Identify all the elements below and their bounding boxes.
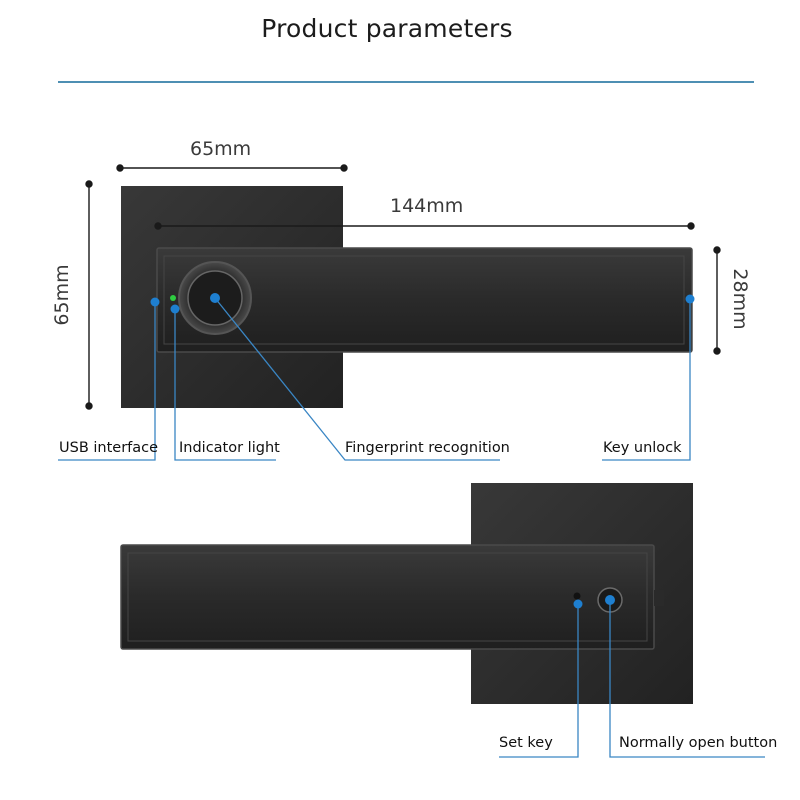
callout-dots-front: [150, 293, 695, 314]
title-underline: [58, 81, 754, 83]
back-handle-inner: [127, 552, 648, 642]
indicator-light-dot: [170, 304, 180, 314]
label-fingerprint-recognition: Fingerprint recognition: [345, 440, 510, 456]
page-title: Product parameters: [261, 14, 513, 43]
set-key-hole: [573, 592, 581, 600]
usb-interface-dot: [150, 297, 160, 307]
key-unlock-dot: [685, 294, 695, 304]
callout-lines-back: [499, 600, 765, 758]
back-side-knob: [654, 590, 664, 606]
callout-lines-front: [58, 297, 691, 461]
dimension-lines-front: [85, 164, 721, 410]
dim-handle-length: 144mm: [390, 195, 464, 217]
label-key-unlock: Key unlock: [603, 440, 682, 456]
indicator-led: [170, 295, 176, 301]
label-normally-open-button: Normally open button: [619, 735, 778, 751]
front-handle-inner: [163, 255, 685, 345]
dim-rose-height: 65mm: [51, 264, 73, 326]
dim-rose-width: 65mm: [190, 138, 252, 160]
label-indicator-light: Indicator light: [179, 440, 280, 456]
label-usb-interface: USB interface: [59, 440, 159, 456]
fingerprint-dot: [210, 293, 220, 303]
set-key-dot: [573, 599, 583, 609]
normally-open-dot: [605, 595, 615, 605]
dim-handle-height: 28mm: [729, 268, 751, 330]
callout-dots-back: [573, 595, 615, 609]
label-set-key: Set key: [499, 735, 553, 751]
